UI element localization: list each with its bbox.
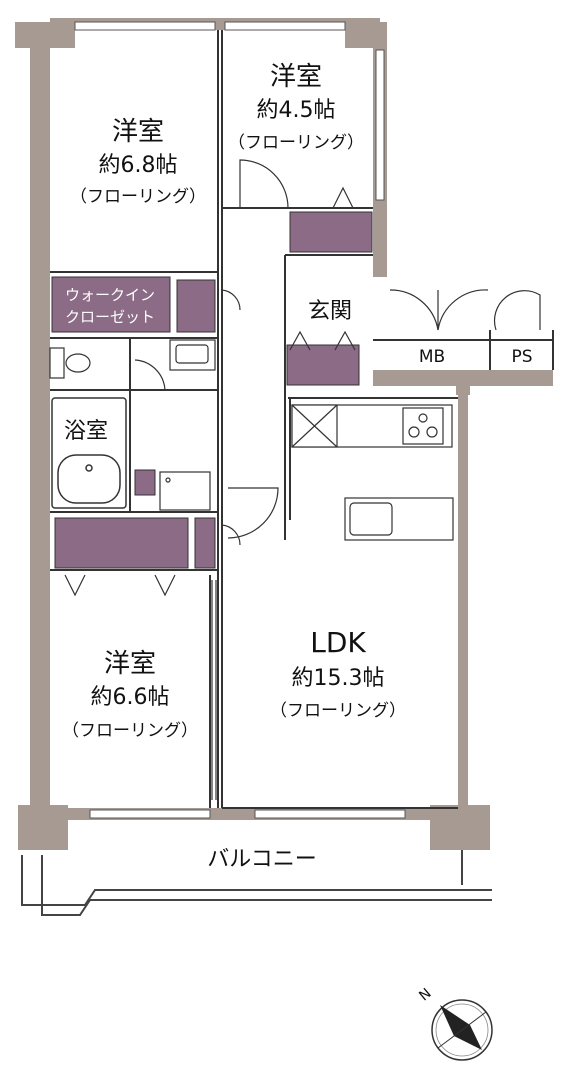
- balcony-label: バルコニー: [207, 847, 317, 872]
- western-room-3-name: 洋室: [104, 649, 156, 679]
- western-room-1-floor: （フローリング）: [70, 187, 206, 207]
- bathtub-icon: [51, 397, 127, 509]
- ldk-size: 約15.3帖: [292, 666, 385, 691]
- western-room-2-size: 約4.5帖: [257, 98, 336, 123]
- windows: [74, 21, 406, 819]
- door-swings: [134, 159, 541, 546]
- washbasin-icon: [169, 339, 216, 371]
- balcony-area: [21, 848, 492, 916]
- entrance-label: 玄関: [308, 299, 352, 324]
- western-room-3-floor: （フローリング）: [62, 721, 198, 741]
- compass-north-label: N: [416, 985, 434, 1004]
- toilet-icon: [49, 347, 91, 379]
- washing-machine-pan: [159, 471, 211, 511]
- interior-walls: [50, 30, 554, 809]
- storage-closets: [51, 211, 373, 569]
- western-room-2-name: 洋室: [270, 62, 322, 92]
- compass-icon: N: [416, 985, 493, 1061]
- meter-box-label: MB: [419, 347, 445, 367]
- western-room-2-floor: （フローリング）: [228, 133, 364, 153]
- pipe-space-label: PS: [511, 347, 532, 367]
- walk-in-closet-label-2: クローゼット: [65, 308, 155, 326]
- ldk-floor: （フローリング）: [270, 701, 406, 721]
- stove-icon: [402, 407, 444, 445]
- ldk-name: LDK: [310, 626, 366, 659]
- walk-in-closet-label-1: ウォークイン: [65, 286, 155, 304]
- western-room-3-size: 約6.6帖: [91, 685, 170, 710]
- western-room-1-name: 洋室: [112, 117, 164, 147]
- closet-door-marks: [64, 186, 356, 800]
- western-room-1-size: 約6.8帖: [99, 153, 178, 178]
- bathroom-label: 浴室: [64, 419, 108, 444]
